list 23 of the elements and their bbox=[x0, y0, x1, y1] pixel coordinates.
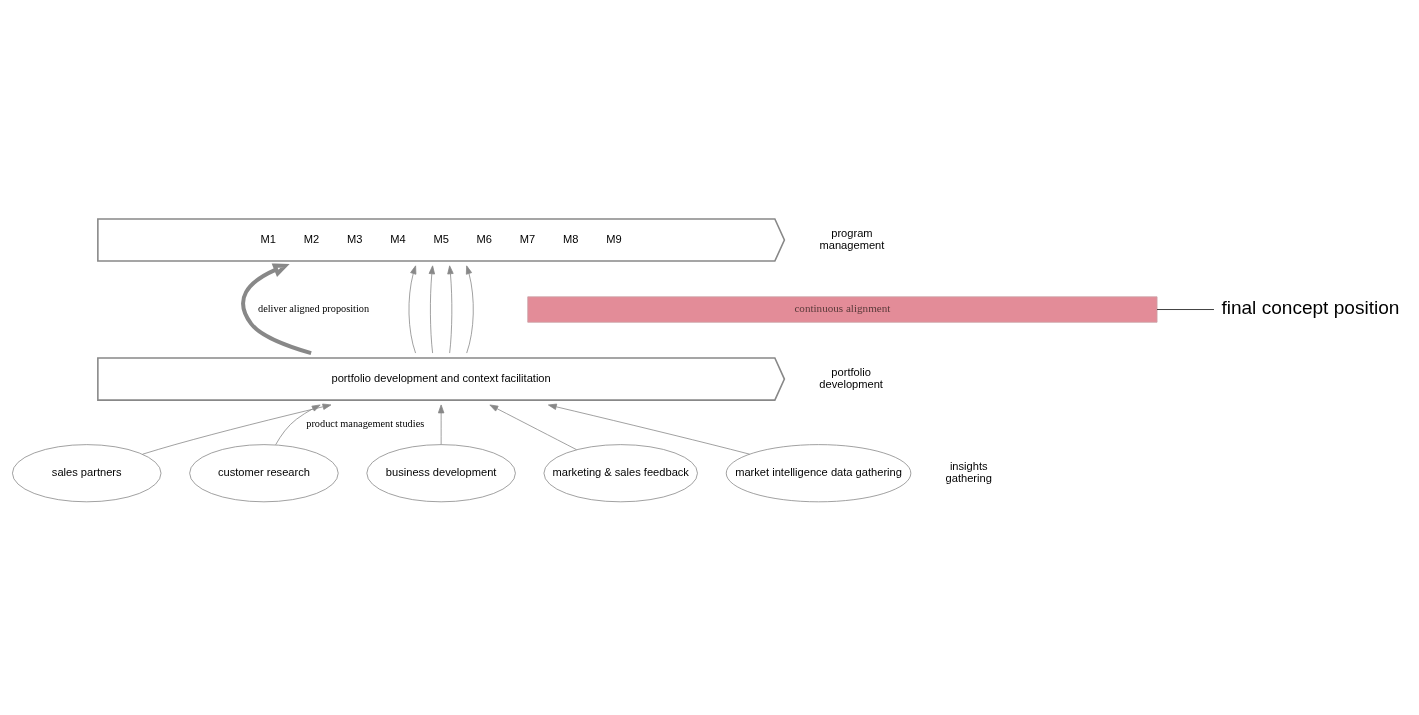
connector bbox=[1156, 308, 1215, 310]
label: program management bbox=[819, 226, 885, 251]
arrow bbox=[428, 264, 435, 353]
label: insights gathering bbox=[945, 459, 992, 484]
arrow bbox=[408, 264, 417, 353]
arrow bbox=[447, 264, 454, 353]
arrow bbox=[465, 264, 474, 353]
arrow bbox=[275, 404, 321, 445]
arrow bbox=[489, 404, 577, 450]
node-ellipse: business development bbox=[366, 443, 516, 502]
arrow bbox=[437, 404, 445, 445]
node-box: continuous alignment bbox=[527, 295, 1158, 323]
node-text: final concept position bbox=[1221, 296, 1400, 318]
node-ellipse: marketing & sales feedback bbox=[543, 443, 698, 502]
edge-label: product management studies bbox=[306, 417, 425, 429]
arrow bbox=[241, 263, 312, 355]
node-ellipse: customer research bbox=[189, 443, 339, 502]
edge-label: deliver aligned proposition bbox=[258, 302, 370, 314]
node-ellipse: sales partners bbox=[12, 443, 162, 502]
label: portfolio development bbox=[819, 365, 883, 390]
arrow bbox=[548, 403, 750, 455]
node-ellipse: market intelligence data gathering bbox=[725, 443, 912, 502]
arrow bbox=[142, 403, 332, 455]
